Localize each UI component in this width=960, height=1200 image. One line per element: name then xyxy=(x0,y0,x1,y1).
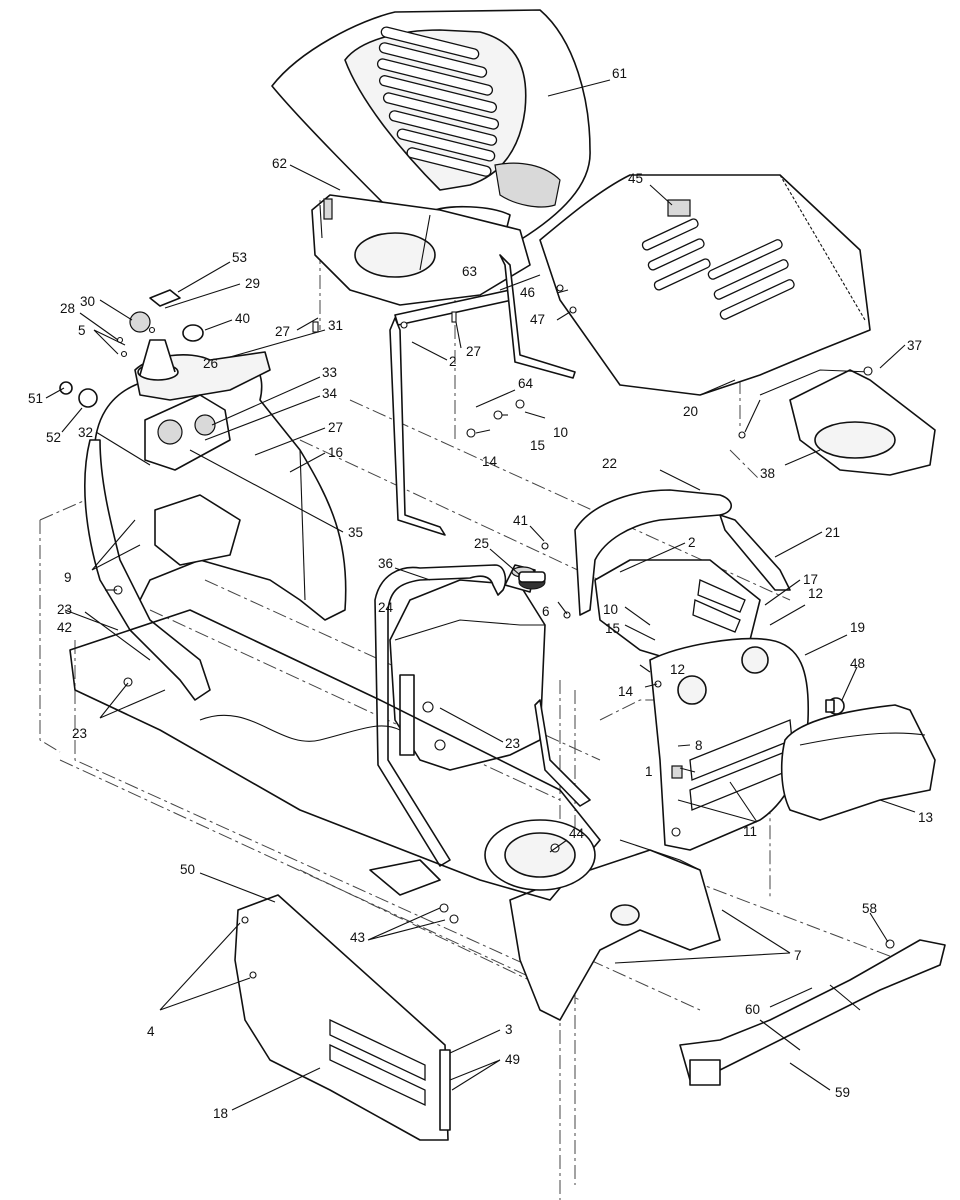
callout-5: 5 xyxy=(78,323,86,338)
callout-52: 52 xyxy=(46,430,61,445)
callout-17: 17 xyxy=(803,572,818,587)
dash-console-part-31-16 xyxy=(93,339,347,621)
callout-2b: 2 xyxy=(688,535,696,550)
callout-61: 61 xyxy=(612,66,627,81)
callout-labels: 61 62 45 53 30 29 28 40 27 31 5 63 46 47… xyxy=(28,66,933,1121)
callout-26: 26 xyxy=(203,356,218,371)
tank-frame-part-36 xyxy=(374,564,591,867)
callout-11: 11 xyxy=(743,824,757,839)
callout-7: 7 xyxy=(794,948,802,963)
callout-47: 47 xyxy=(530,312,545,327)
callout-23c: 23 xyxy=(505,736,520,751)
callout-36: 36 xyxy=(378,556,393,571)
callout-9: 9 xyxy=(64,570,72,585)
callout-41: 41 xyxy=(513,513,528,528)
callout-14b: 14 xyxy=(618,684,634,699)
callout-46: 46 xyxy=(520,285,535,300)
nose-part-19 xyxy=(649,637,810,851)
callout-60: 60 xyxy=(745,1002,760,1017)
callout-45: 45 xyxy=(628,171,643,186)
rear-body-part-20 xyxy=(539,174,871,396)
rear-body-vent-slots xyxy=(641,218,795,320)
callout-35: 35 xyxy=(348,525,363,540)
callout-53: 53 xyxy=(232,250,247,265)
callout-25: 25 xyxy=(474,536,489,551)
callout-29: 29 xyxy=(245,276,260,291)
grille-housing-part-21 xyxy=(594,559,761,666)
callout-40: 40 xyxy=(235,311,250,326)
callout-43: 43 xyxy=(350,930,365,945)
front-bumper-part-59 xyxy=(679,939,946,1086)
callout-10b: 10 xyxy=(603,602,618,617)
callout-23b: 23 xyxy=(72,726,87,741)
callout-28: 28 xyxy=(60,301,75,316)
callout-33: 33 xyxy=(322,365,337,380)
callout-48: 48 xyxy=(850,656,865,671)
callout-32: 32 xyxy=(78,425,93,440)
callout-37: 37 xyxy=(907,338,922,353)
bulb-part-48 xyxy=(825,697,845,715)
axle-support-part-7 xyxy=(509,839,721,1021)
callout-2a: 2 xyxy=(449,354,457,369)
ignition-part-52 xyxy=(78,388,98,408)
hood-support-parts-63-64 xyxy=(389,254,576,536)
side-panel-part-18 xyxy=(234,894,451,1141)
hood-underpan-part-62 xyxy=(311,194,531,306)
callout-51: 51 xyxy=(28,391,43,406)
callout-8: 8 xyxy=(695,738,703,753)
callout-12b: 12 xyxy=(670,662,685,677)
callout-58: 58 xyxy=(862,901,877,916)
callout-14a: 14 xyxy=(482,454,498,469)
callout-49: 49 xyxy=(505,1052,520,1067)
callout-34: 34 xyxy=(322,386,338,401)
callout-27a: 27 xyxy=(275,324,290,339)
callout-24: 24 xyxy=(378,600,394,615)
frame-part-42 xyxy=(84,439,211,701)
small-parts xyxy=(59,284,895,979)
switch-part-53 xyxy=(149,289,181,307)
callout-27b: 27 xyxy=(466,344,481,359)
callout-13: 13 xyxy=(918,810,933,825)
callout-19: 19 xyxy=(850,620,865,635)
callout-21: 21 xyxy=(825,525,840,540)
callout-27c: 27 xyxy=(328,420,343,435)
switch-part-40 xyxy=(182,324,204,342)
chassis-frame xyxy=(69,609,601,901)
callout-10a: 10 xyxy=(553,425,568,440)
callout-62: 62 xyxy=(272,156,287,171)
callout-23a: 23 xyxy=(57,602,72,617)
callout-1: 1 xyxy=(645,764,653,779)
callout-22: 22 xyxy=(602,456,617,471)
callout-59: 59 xyxy=(835,1085,850,1100)
callout-4: 4 xyxy=(147,1024,155,1039)
callout-12a: 12 xyxy=(808,586,823,601)
callout-42: 42 xyxy=(57,620,72,635)
tray-part-38 xyxy=(744,369,936,476)
grille-frame-part-22 xyxy=(574,489,791,616)
callout-15a: 15 xyxy=(530,438,545,453)
callout-38: 38 xyxy=(760,466,775,481)
knob-part-30 xyxy=(129,311,151,333)
callout-44: 44 xyxy=(569,826,585,841)
callout-20: 20 xyxy=(683,404,698,419)
bumper-cover-part-13 xyxy=(780,704,936,821)
callout-30: 30 xyxy=(80,294,95,309)
callout-6: 6 xyxy=(542,604,550,619)
callout-64: 64 xyxy=(518,376,534,391)
callout-31: 31 xyxy=(328,318,343,333)
callout-16: 16 xyxy=(328,445,343,460)
leader-lines xyxy=(45,79,916,1111)
callout-3: 3 xyxy=(505,1022,513,1037)
knob-part-51 xyxy=(59,381,73,395)
fuel-cap-part-25 xyxy=(518,571,546,590)
callout-50: 50 xyxy=(180,862,195,877)
hood-vent-slots xyxy=(376,26,500,177)
callout-63: 63 xyxy=(462,264,477,279)
callout-18: 18 xyxy=(213,1106,228,1121)
callout-15b: 15 xyxy=(605,621,620,636)
